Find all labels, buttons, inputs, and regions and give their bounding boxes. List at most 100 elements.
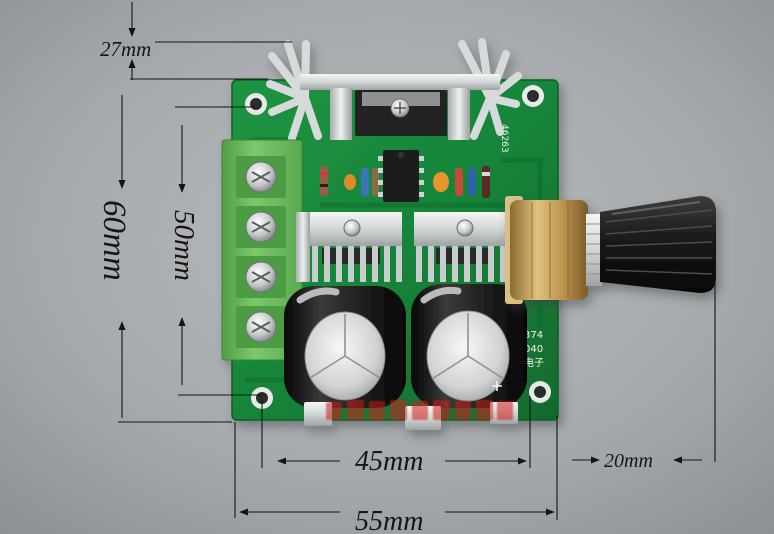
polarity-stripe <box>296 287 340 304</box>
ic-chip <box>378 150 424 202</box>
fin <box>396 246 402 282</box>
heatsink-wall <box>296 212 310 282</box>
watermark-mark <box>497 401 513 420</box>
screw-slot <box>251 221 271 233</box>
hole <box>250 98 262 110</box>
terminal-2 <box>236 206 286 248</box>
polarity-stripe <box>420 286 462 304</box>
plus-marking <box>492 381 502 391</box>
heatsink-wall-left <box>330 88 352 140</box>
electrolytic-capacitor-left <box>284 286 406 408</box>
fin <box>486 72 522 102</box>
knob-knurling <box>605 209 713 275</box>
bushing-threads <box>586 223 602 275</box>
heatsink-screw <box>456 219 474 237</box>
watermark-mark <box>476 400 493 420</box>
screw-terminal-block <box>221 139 303 361</box>
silkscreen-line-2: 040 <box>524 344 543 355</box>
dim-label-55: 55mm <box>355 506 423 534</box>
fin <box>440 246 446 282</box>
ic-pin <box>378 192 384 197</box>
threaded-bushing <box>586 214 602 286</box>
potentiometer <box>505 196 716 304</box>
resistor-band <box>320 172 328 175</box>
ceramic-capacitor <box>433 172 449 192</box>
pwm-controller-board: 46263 374 040 电子 <box>221 38 559 430</box>
electrolytic-capacitor-right <box>411 284 527 408</box>
resistor <box>455 168 463 196</box>
vent-mark <box>309 314 381 379</box>
terminal-3 <box>236 256 286 298</box>
diode-band <box>482 172 490 176</box>
bottom-tab <box>304 402 332 426</box>
silkscreen-model-code: 46263 <box>499 124 509 153</box>
watermark <box>326 400 513 420</box>
watermark-mark <box>455 401 471 420</box>
fin <box>266 80 309 102</box>
body-ridges <box>531 202 569 298</box>
ic-body <box>383 150 419 202</box>
fin <box>301 94 322 140</box>
fin <box>428 246 434 282</box>
fin <box>324 246 330 282</box>
fin <box>348 246 354 282</box>
heatsink-fins <box>312 246 402 282</box>
dim-label-45: 45mm <box>355 446 423 477</box>
terminal-4 <box>236 306 286 348</box>
ic-pin <box>378 156 384 161</box>
fin <box>336 246 342 282</box>
resistor <box>468 168 476 196</box>
fin <box>312 246 318 282</box>
resistor <box>361 168 369 196</box>
fin <box>500 246 506 282</box>
dim-label-27: 27mm <box>100 37 151 61</box>
watermark-mark <box>347 400 364 420</box>
dim-label-20: 20mm <box>604 450 653 472</box>
watermark-mark <box>412 401 428 420</box>
knob-highlight <box>611 201 701 215</box>
ic-pin <box>418 168 424 173</box>
heatsink-top-plate <box>300 74 500 90</box>
resistor <box>320 166 328 196</box>
terminal-1 <box>236 156 286 198</box>
speed-knob <box>600 196 716 293</box>
ic-pin <box>418 192 424 197</box>
small-components <box>320 166 490 198</box>
mounting-hole-top-right <box>522 85 544 107</box>
ic-pin <box>418 156 424 161</box>
fin <box>360 246 366 282</box>
top-heatsink <box>266 38 522 142</box>
ic-pin <box>378 180 384 185</box>
silkscreen-line-3: 电子 <box>524 356 544 369</box>
fin <box>488 246 494 282</box>
mounting-hole-bottom-right <box>529 381 551 403</box>
hole <box>527 90 539 102</box>
fin <box>288 94 309 142</box>
fin <box>464 246 470 282</box>
watermark-mark <box>390 400 407 420</box>
resistor <box>372 168 379 196</box>
screw-slot <box>251 271 271 283</box>
heatsink-right <box>414 212 520 282</box>
screw-slot <box>251 321 271 333</box>
watermark-mark <box>326 402 342 420</box>
dimension-annotations: 27mm 60mm 50mm 45mm 55mm 20mm <box>96 2 716 534</box>
watermark-mark <box>369 401 385 420</box>
screw-slot <box>251 171 271 183</box>
vent-mark <box>431 313 505 380</box>
heatsink-left <box>296 212 402 282</box>
heatsink-wall-right <box>448 88 470 140</box>
fin <box>476 246 482 282</box>
fin <box>452 246 458 282</box>
fin <box>384 246 390 282</box>
heatsink-screw <box>343 219 361 237</box>
hole <box>534 386 546 398</box>
ic-notch <box>398 152 404 158</box>
diode <box>482 166 490 198</box>
watermark-mark <box>433 400 450 420</box>
dim-label-50: 50mm <box>168 210 200 281</box>
resistor-band <box>320 184 328 187</box>
mounting-hole-top-left <box>245 93 267 115</box>
silkscreen-line-1: 374 <box>524 330 543 341</box>
